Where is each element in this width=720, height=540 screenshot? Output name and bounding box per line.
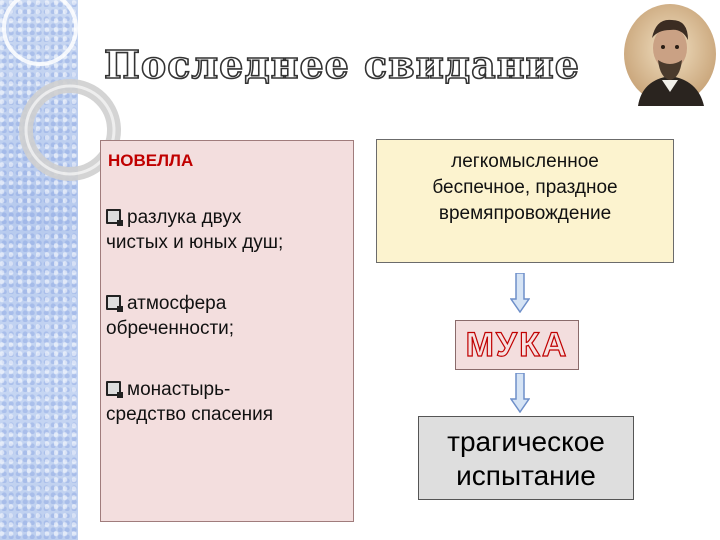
bullet-item-monastery: монастырь- средство спасения [106, 379, 274, 425]
checkbox-square-bullet-icon [106, 209, 123, 226]
pastime-box: легкомысленное беспечное, праздное время… [376, 139, 674, 263]
torment-label: МУКА [465, 325, 569, 364]
novella-heading: НОВЕЛЛА [108, 151, 194, 170]
novella-panel: НОВЕЛЛА разлука двух чистых и юных душ; … [100, 140, 354, 522]
checkbox-square-bullet-icon [106, 381, 123, 398]
decorative-rings [2, 0, 121, 181]
tragic-trial-box: трагическое испытание [418, 416, 634, 500]
torment-box: МУКА [455, 320, 579, 370]
author-portrait [624, 4, 716, 106]
bullet-item-separation: разлука двух чистых и юных душ; [106, 207, 284, 253]
bullet-item-doom: атмосфера обреченности; [106, 293, 235, 339]
down-arrow-icon [510, 273, 530, 313]
checkbox-square-bullet-icon [106, 295, 123, 312]
slide-title: Последнее свидание [103, 41, 580, 88]
down-arrow-icon [510, 373, 530, 413]
